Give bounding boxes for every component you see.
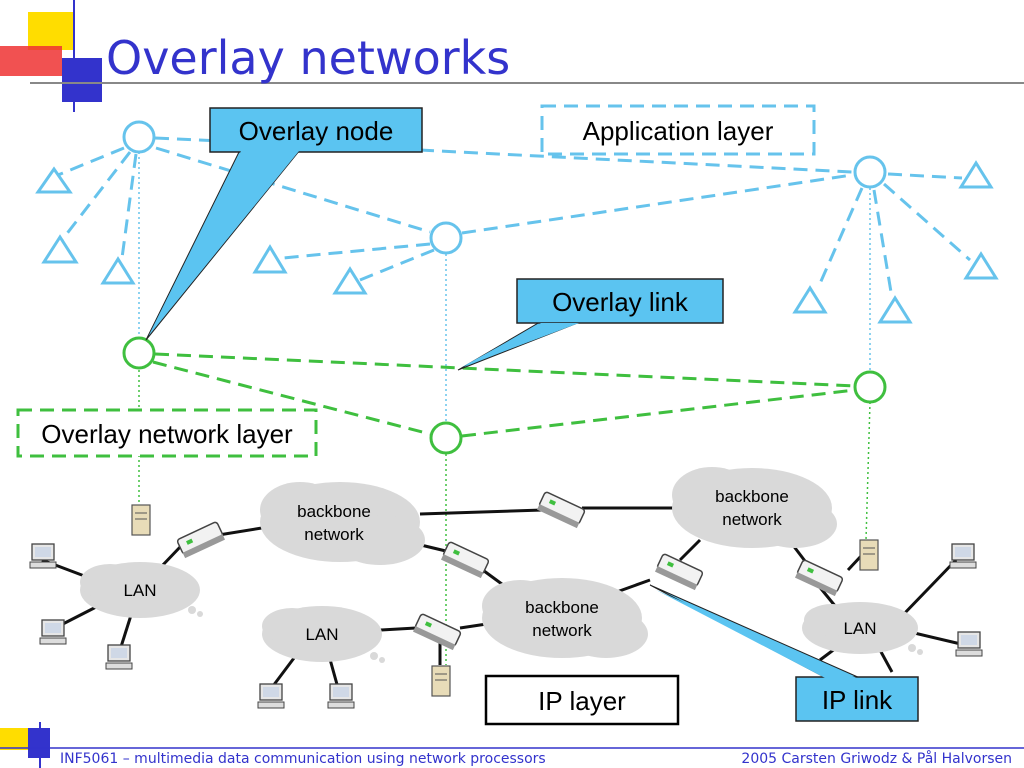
end-host-triangle [877, 295, 913, 324]
overlay-link-callout-label: Overlay link [552, 287, 689, 317]
svg-text:LAN: LAN [843, 619, 876, 638]
svg-text:backbone: backbone [715, 487, 789, 506]
svg-text:network: network [532, 621, 592, 640]
app-node [429, 221, 463, 255]
ip-layer-box: IP layer [484, 674, 680, 726]
server-icon [431, 665, 451, 697]
svg-text:LAN: LAN [123, 581, 156, 600]
computer-icon [105, 644, 133, 670]
lan-cloud: LAN [262, 606, 385, 663]
svg-text:network: network [722, 510, 782, 529]
page-title: Overlay networks [106, 31, 510, 85]
svg-text:LAN: LAN [305, 625, 338, 644]
lan-cloud: LAN [802, 602, 923, 655]
application-layer-box: Application layer [540, 104, 816, 156]
callout-overlay-link: Overlay link [457, 278, 724, 371]
computer-icon [29, 543, 57, 569]
server-icon [131, 504, 151, 536]
app-node [122, 120, 156, 154]
router-icon [176, 521, 226, 559]
overlay-node [853, 370, 887, 404]
router-icon [654, 553, 704, 591]
overlay-network-layer-label: Overlay network layer [41, 419, 293, 449]
slide-footer: INF5061 – multimedia data communication … [0, 722, 1024, 768]
router-icon [794, 559, 844, 597]
backbone-cloud: backbone network [672, 467, 837, 548]
backbone-cloud: backbone network [482, 578, 648, 658]
router-icon [536, 491, 586, 529]
svg-text:backbone: backbone [297, 502, 371, 521]
app-node [853, 155, 887, 189]
end-host-triangle [100, 256, 136, 285]
computer-icon [955, 631, 983, 657]
footer-authors-text: 2005 Carsten Griwodz & Pål Halvorsen [741, 750, 1012, 767]
overlay-network-nodes [122, 336, 887, 455]
backbone-cloud: backbone network [260, 482, 425, 565]
callout-overlay-node: Overlay node [145, 107, 423, 341]
footer-course-text: INF5061 – multimedia data communication … [60, 751, 546, 767]
end-host-triangle [35, 166, 73, 194]
overlay-network-links [152, 352, 856, 438]
computer-icon [39, 619, 67, 645]
overlay-node-callout-label: Overlay node [239, 116, 394, 146]
overlay-network-layer-box: Overlay network layer [16, 408, 318, 458]
computer-icon [257, 683, 285, 709]
routers [176, 491, 844, 651]
ip-link-callout-label: IP link [822, 685, 893, 715]
server-icon [859, 539, 879, 571]
application-layer-nodes [35, 120, 999, 324]
svg-text:network: network [304, 525, 364, 544]
svg-text:backbone: backbone [525, 598, 599, 617]
overlay-node [429, 421, 463, 455]
router-icon [440, 541, 490, 579]
end-host-triangle [252, 244, 288, 274]
client-computers [29, 543, 983, 709]
computer-icon [327, 683, 355, 709]
ip-layer-label: IP layer [538, 686, 626, 716]
router-icon [412, 613, 462, 651]
end-host-triangle [963, 251, 999, 280]
callout-ip-link: IP link [649, 584, 919, 722]
lan-cloud: LAN [80, 562, 203, 618]
end-host-triangle [332, 266, 368, 295]
overlay-node [122, 336, 156, 370]
servers [131, 504, 879, 697]
computer-icon [949, 543, 977, 569]
end-host-triangle [41, 234, 79, 264]
end-host-triangle [958, 160, 994, 189]
slide-logo [0, 0, 1024, 112]
application-layer-label: Application layer [583, 116, 774, 146]
end-host-triangle [792, 285, 828, 314]
